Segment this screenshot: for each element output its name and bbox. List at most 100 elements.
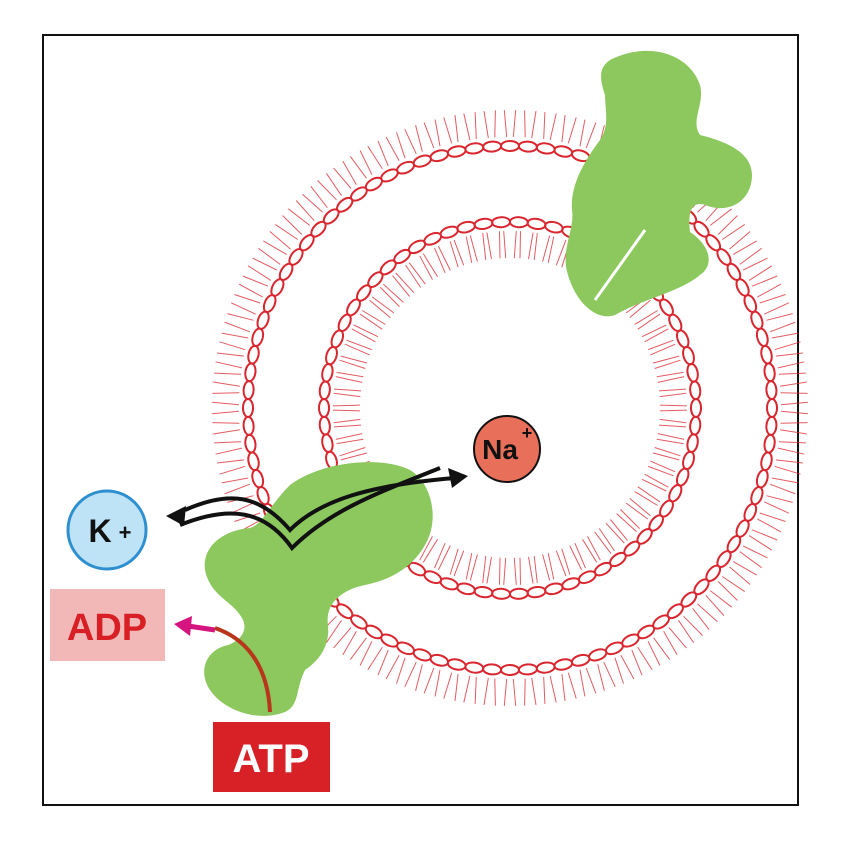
lipid-tail [512,110,517,138]
lipid-tail [434,119,441,147]
lipid-tail [751,529,778,541]
lipid-tail [213,429,240,435]
lipid-tail [519,557,521,585]
lipid-tail [214,372,242,375]
lipid-tail [533,233,538,261]
lipid-tail [654,359,681,369]
lipid-tail [377,140,389,167]
lipid-tail [333,424,362,428]
lipid-tail [771,332,799,339]
lipid-tail [437,545,451,571]
lipid-tail [722,576,745,593]
lipid-tail [722,223,745,240]
lipid-head [526,217,547,231]
lipid-tail [759,512,786,522]
lipid-tail [616,513,637,533]
lipid-tail [531,678,537,705]
lipid-tail [561,115,566,143]
lipid-tail [629,498,651,517]
lipid-head [544,582,564,596]
lipid-tail [474,112,477,140]
protein-pump-icon [204,462,433,716]
lipid-tail [775,459,803,464]
lipid-tail [469,554,478,581]
lipid-head [439,577,459,591]
lipid-tail [503,678,508,706]
lipid-tail [340,355,368,364]
lipid-head [675,329,690,349]
lipid-head [689,415,702,436]
lipid-tail [263,240,287,255]
lipid-tail [598,528,615,552]
lipid-tail [336,371,364,378]
lipid-tail [654,447,681,457]
lipid-head [412,154,432,168]
lipid-tail [287,208,311,226]
lipid-tail [547,552,555,580]
lipid-head [750,310,764,330]
lipid-tail [419,536,433,561]
lipid-tail [359,150,373,176]
lipid-tail [499,231,501,259]
adp-box: ADP [50,589,165,661]
lipid-tail [663,631,678,655]
lipid-tail [234,294,261,304]
lipid-head [318,380,331,401]
lipid-tail [503,557,507,585]
lipid-tail [483,111,489,138]
lipid-tail [242,275,269,287]
lipid-tail [637,646,653,671]
lipid-tail [335,376,363,383]
lipid-head [500,140,520,152]
lipid-tail [339,447,366,457]
lipid-tail [342,161,357,185]
lipid-tail [238,283,263,298]
lipid-tail [658,424,687,428]
lipid-tail [648,339,674,351]
arrowhead-right-icon [448,468,468,488]
lipid-tail [219,341,246,351]
lipid-head [526,585,547,599]
lipid-tail [594,531,612,554]
lipid-tail [659,418,687,424]
lipid-head [604,641,624,656]
lipid-tail [219,465,246,475]
lipid-tail [434,543,446,569]
lipid-tail [780,392,808,394]
lipid-tail [637,313,661,330]
lipid-tail [766,495,793,503]
lipid-tail [474,676,477,704]
lipid-tail [650,343,676,356]
lipid-tail [465,236,473,264]
lipid-tail [486,556,492,584]
lipid-tail [415,125,423,152]
lipid-tail [717,581,738,601]
lipid-tail [569,545,583,571]
lipid-tail [359,640,373,666]
sodium-ion: Na + [473,415,541,483]
lipid-tail [742,545,768,559]
lipid-tail [543,676,546,704]
lipid-tail [275,223,298,240]
lipid-tail [282,215,303,235]
lipid-tail [579,119,586,147]
lipid-tail [369,299,391,318]
lipid-tail [302,193,324,213]
lipid-tail [332,409,361,412]
lipid-head [765,380,778,401]
lipid-tail [659,392,687,398]
lipid-tail [777,361,805,369]
lipid-tail [778,441,806,444]
lipid-tail [733,240,757,255]
lipid-head [256,310,270,330]
lipid-tail [567,117,577,144]
lipid-tail [524,110,526,138]
lipid-tail [561,673,566,701]
lipid-tail [396,132,406,159]
lipid-tail [454,673,459,701]
lipid-tail [763,302,790,315]
lipid-tail [349,156,367,179]
lipid-tail [221,332,249,339]
lipid-tail [717,215,738,235]
lipid-tail [531,111,537,138]
